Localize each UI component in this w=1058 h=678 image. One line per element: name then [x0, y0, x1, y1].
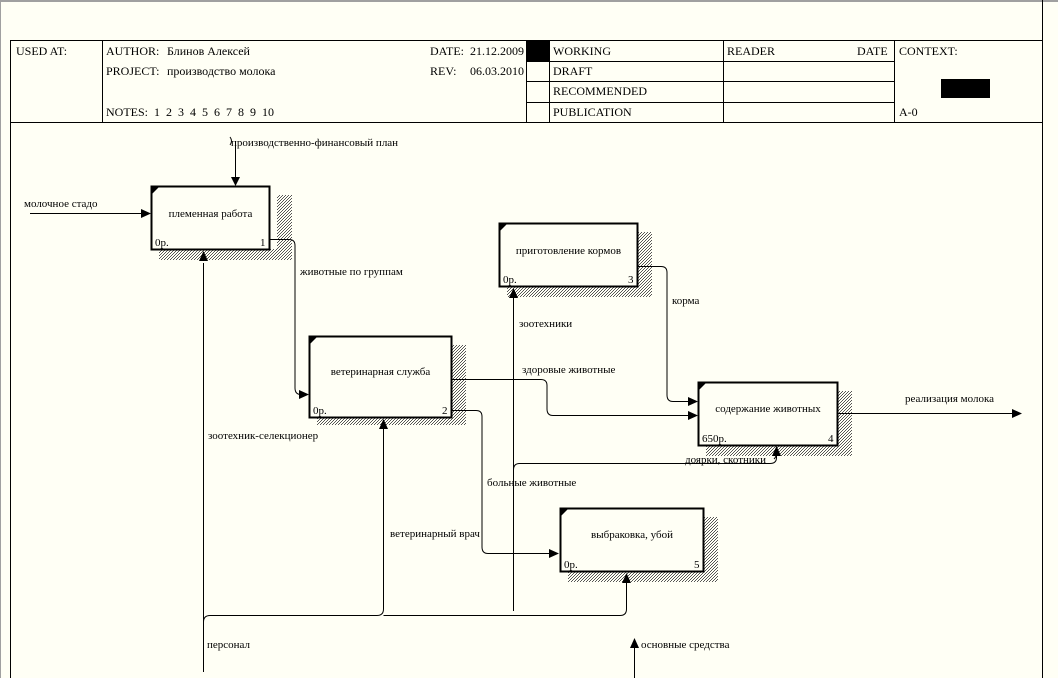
status-draft[interactable]: DRAFT: [553, 64, 593, 78]
block-4-number: 4: [828, 433, 834, 445]
arrow-healthy[interactable]: [452, 379, 696, 416]
diagram-header-frame: [10, 40, 1042, 678]
node-number: A-0: [899, 105, 918, 119]
label-vet[interactable]: ветеринарный врач: [390, 528, 480, 540]
rev-label: REV:: [430, 64, 457, 78]
label-milkmaids[interactable]: доярки, скотники: [685, 454, 767, 466]
block-3-title[interactable]: приготовление кормов: [515, 245, 622, 257]
activity-block-2[interactable]: [308, 335, 453, 419]
label-feed[interactable]: корма: [672, 295, 700, 307]
label-selectionist[interactable]: зоотехник-селекционер: [208, 430, 319, 442]
label-healthy[interactable]: здоровые животные: [522, 364, 616, 376]
block-1-number: 1: [260, 237, 266, 249]
status-publication[interactable]: PUBLICATION: [553, 105, 632, 119]
activity-block-4[interactable]: [697, 381, 839, 447]
window-left-border: [0, 0, 1, 678]
author-label: AUTHOR:: [106, 44, 160, 58]
label-assets[interactable]: основные средства: [641, 639, 730, 651]
project-value: производство молока: [167, 64, 276, 78]
label-milk-sales[interactable]: реализация молока: [905, 393, 995, 405]
activity-block-5[interactable]: [559, 507, 705, 573]
diagram-right-border: [1042, 0, 1043, 678]
window-top-border: [0, 0, 1058, 2]
block-1-title[interactable]: племенная работа: [168, 208, 253, 220]
arrow-selectionist-branch[interactable]: [203, 421, 384, 623]
block-2-number: 2: [442, 405, 448, 417]
context-thumbnail[interactable]: [941, 79, 990, 98]
block-3-cost: 0р.: [503, 274, 517, 286]
status-working[interactable]: WORKING: [553, 44, 611, 58]
arrow-vet-branch[interactable]: [383, 575, 627, 616]
rev-value: 06.03.2010: [470, 64, 524, 78]
block-5-title[interactable]: выбраковка, убой: [591, 529, 673, 541]
reader-label: READER: [727, 44, 775, 58]
project-label: PROJECT:: [106, 64, 160, 78]
block-3-number: 3: [628, 274, 634, 286]
label-plan[interactable]: производственно-финансовый план: [231, 137, 399, 149]
label-leaders: [229, 136, 777, 460]
date-value: 21.12.2009: [470, 44, 524, 58]
block-1-cost: 0р.: [155, 237, 169, 249]
label-herd[interactable]: молочное стадо: [24, 198, 98, 210]
reader-date-label: DATE: [857, 44, 888, 58]
arrowheads: [141, 177, 1022, 648]
block-2-title[interactable]: ветеринарная служба: [330, 366, 431, 378]
used-at-label: USED AT:: [16, 44, 68, 58]
block-2-cost: 0р.: [313, 405, 327, 417]
block-5-number: 5: [694, 559, 700, 571]
context-label: CONTEXT:: [899, 44, 958, 58]
label-sick[interactable]: больные животные: [487, 477, 577, 489]
block-5-cost: 0р.: [564, 559, 578, 571]
activity-block-3[interactable]: [498, 222, 639, 288]
arrow-groups[interactable]: [270, 239, 307, 395]
activity-block-1[interactable]: [150, 185, 271, 251]
arrow-milkmaids[interactable]: [513, 449, 777, 471]
block-4-title[interactable]: содержание животных: [715, 403, 821, 415]
author-value: Блинов Алексей: [167, 44, 250, 58]
arrow-sick[interactable]: [452, 410, 557, 554]
arrow-feed[interactable]: [638, 266, 696, 402]
date-label: DATE:: [430, 44, 464, 58]
notes-values: 1 2 3 4 5 6 7 8 9 10: [154, 105, 274, 119]
label-zootech[interactable]: зоотехники: [519, 318, 573, 330]
label-personnel[interactable]: персонал: [207, 639, 251, 651]
status-recommended[interactable]: RECOMMENDED: [553, 84, 648, 98]
notes-label: NOTES:: [106, 105, 148, 119]
status-working-marker[interactable]: [527, 41, 549, 61]
block-4-cost: 650р.: [702, 433, 727, 445]
label-groups[interactable]: животные по группам: [300, 266, 403, 278]
block-shadows: [159, 195, 852, 582]
